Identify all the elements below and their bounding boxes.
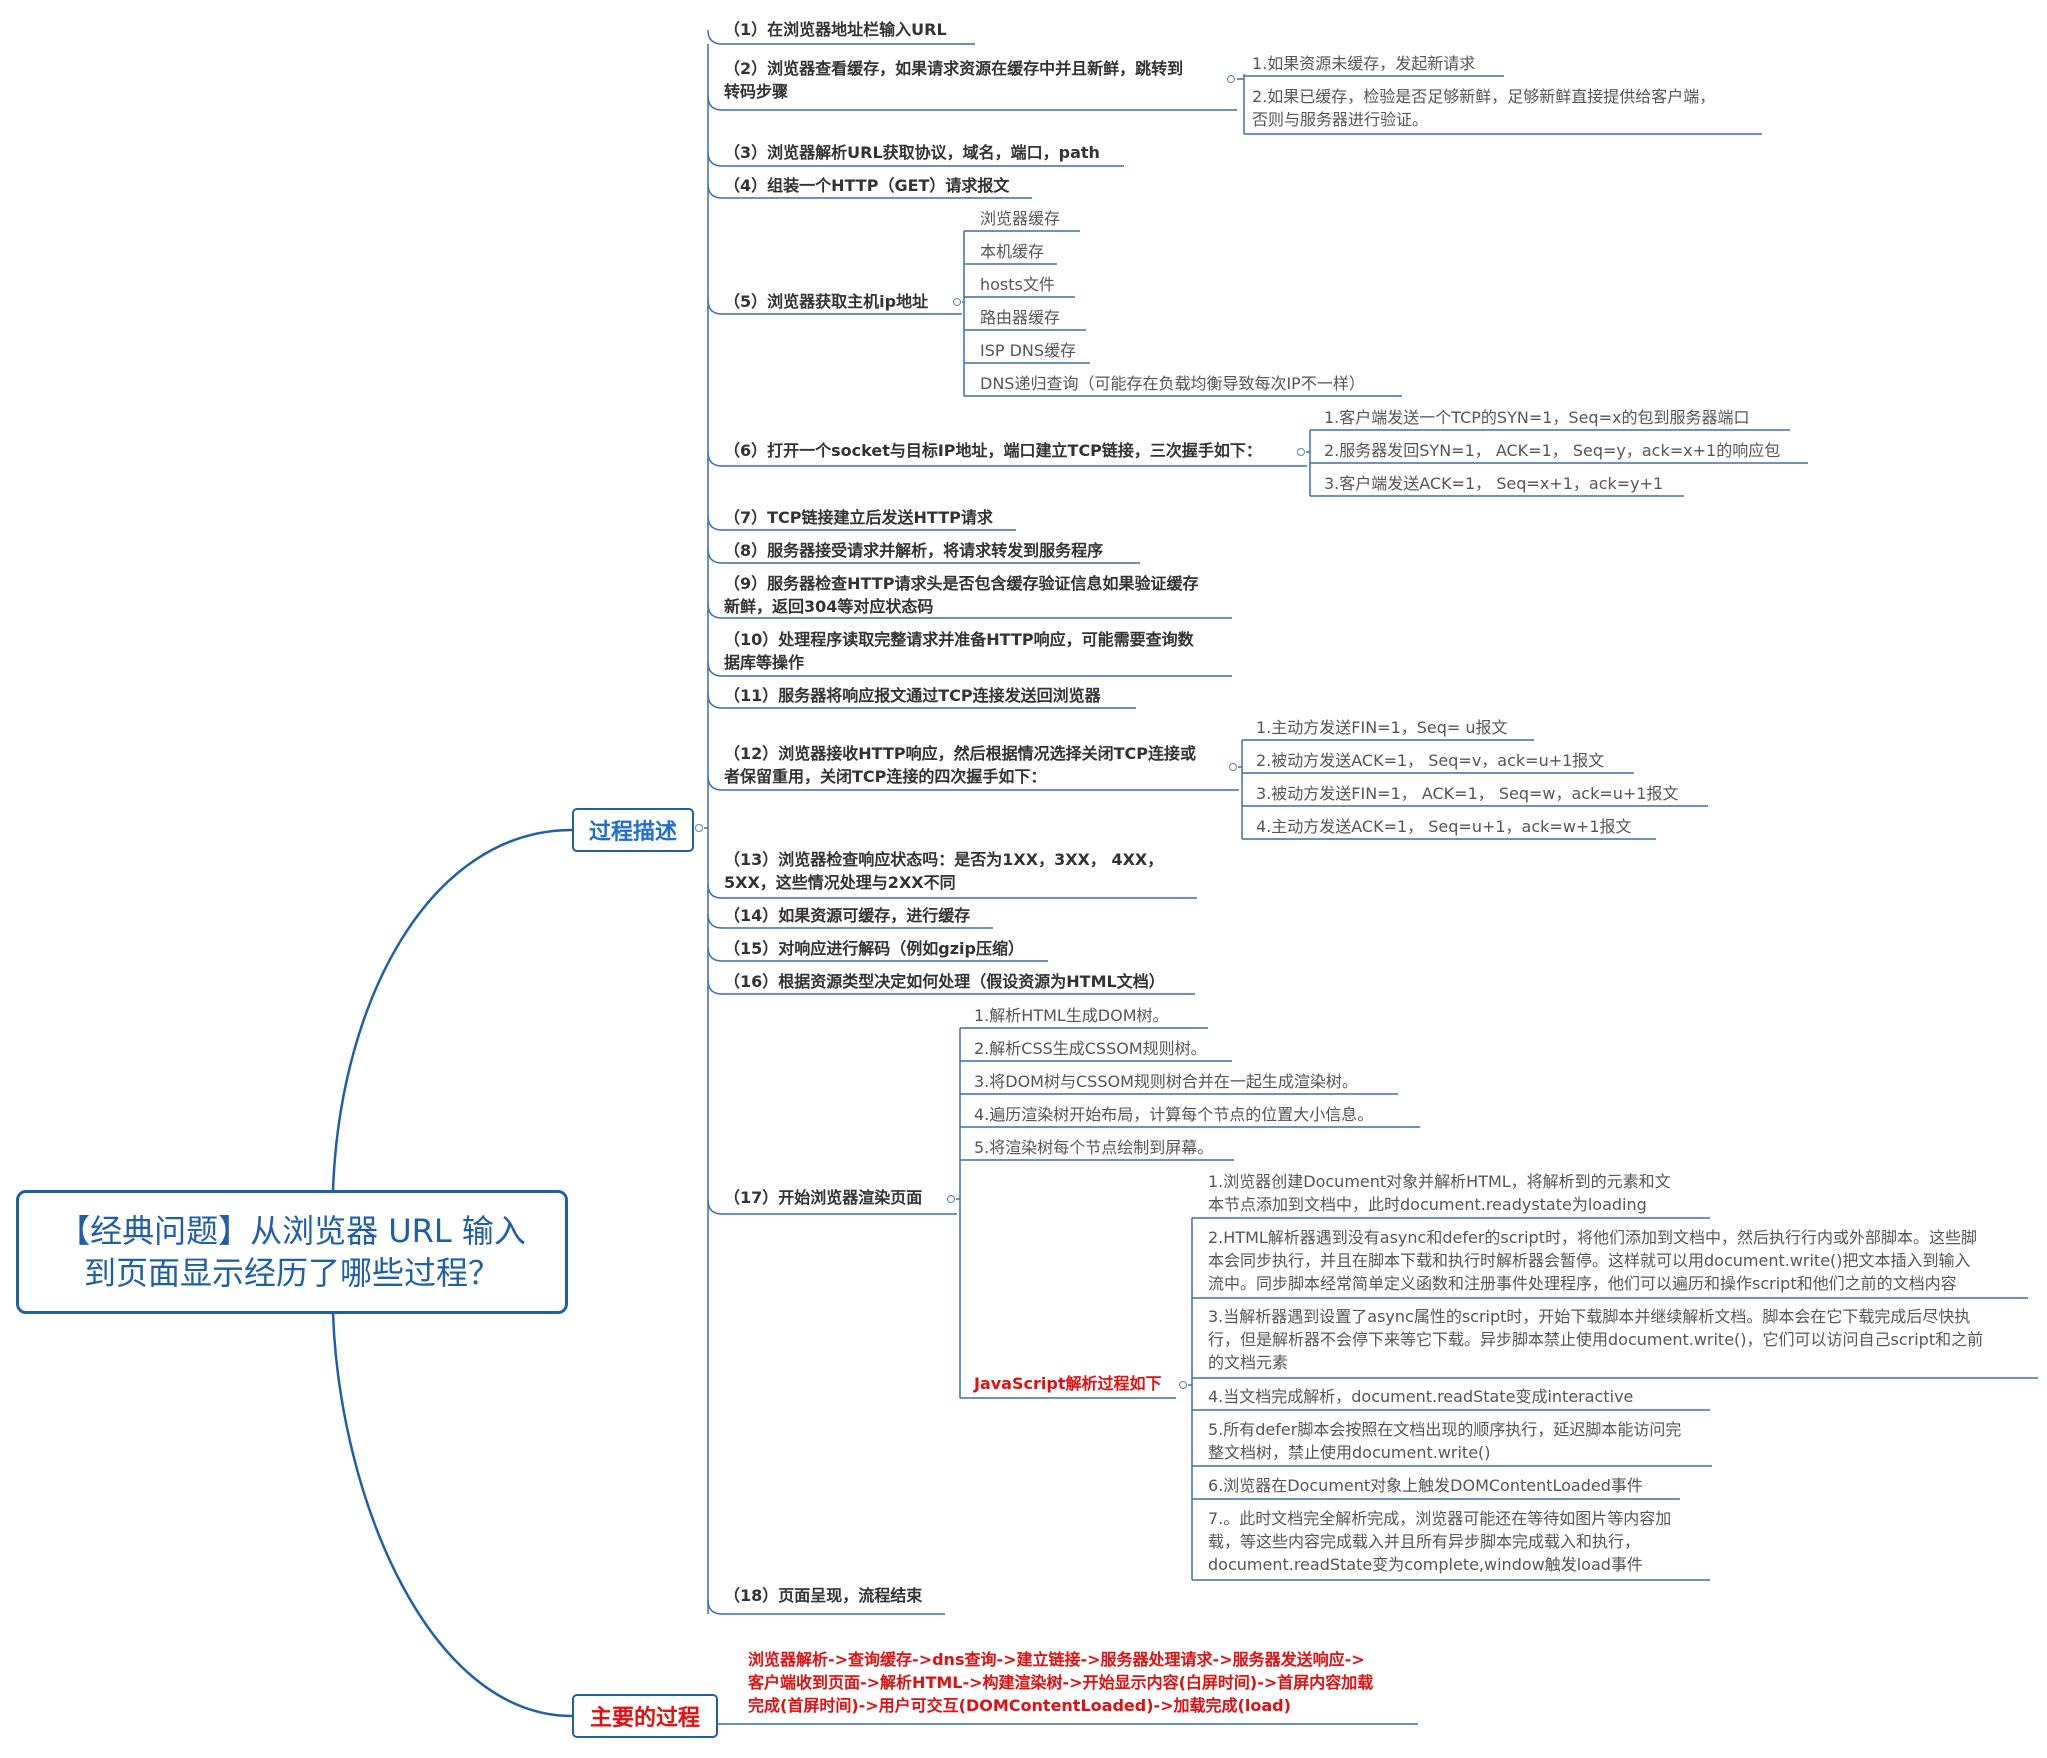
collapse-toggle-icon[interactable] <box>1297 448 1305 456</box>
step-11[interactable]: （11）服务器将响应报文通过TCP连接发送回浏览器 <box>724 686 1101 705</box>
collapse-toggle-icon[interactable] <box>953 298 961 306</box>
handshake-2[interactable]: 2.服务器发回SYN=1， ACK=1， Seq=y，ack=x+1的响应包 <box>1324 441 1781 460</box>
dns-child-recursive[interactable]: DNS递归查询（可能存在负载均衡导致每次IP不一样） <box>980 374 1365 393</box>
render-4[interactable]: 4.遍历渲染树开始布局，计算每个节点的位置大小信息。 <box>974 1105 1374 1124</box>
step-5[interactable]: （5）浏览器获取主机ip地址 <box>724 292 929 311</box>
js-parse-label[interactable]: JavaScript解析过程如下 <box>974 1374 1162 1393</box>
step-underline <box>707 299 962 315</box>
step-18[interactable]: （18）页面呈现，流程结束 <box>724 1586 923 1605</box>
step-underline <box>707 979 1195 995</box>
step-underline <box>707 151 1124 167</box>
step-1[interactable]: （1）在浏览器地址栏输入URL <box>724 20 947 39</box>
dns-child-local-cache[interactable]: 本机缓存 <box>980 242 1045 261</box>
step-10[interactable]: （10）处理程序读取完整请求并准备HTTP响应，可能需要查询数 据库等操作 <box>724 630 1194 672</box>
js-item-4[interactable]: 4.当文档完成解析，document.readState变成interactiv… <box>1208 1387 1634 1406</box>
step-14[interactable]: （14）如果资源可缓存，进行缓存 <box>724 906 971 925</box>
step-2[interactable]: （2）浏览器查看缓存，如果请求资源在缓存中并且新鲜，跳转到 转码步骤 <box>724 59 1184 101</box>
branch-process-description[interactable]: 过程描述 <box>572 808 694 852</box>
step-6[interactable]: （6）打开一个socket与目标IP地址，端口建立TCP链接，三次握手如下： <box>724 441 1262 460</box>
step-underline <box>707 548 1140 564</box>
collapse-toggle-icon[interactable] <box>1227 75 1235 83</box>
collapse-toggle-icon[interactable] <box>1179 1381 1187 1389</box>
wave-2[interactable]: 2.被动方发送ACK=1， Seq=v，ack=u+1报文 <box>1256 751 1605 770</box>
dns-child-hosts[interactable]: hosts文件 <box>980 275 1055 294</box>
step-underline <box>707 883 1197 899</box>
step-underline <box>707 603 1232 619</box>
render-2[interactable]: 2.解析CSS生成CSSOM规则树。 <box>974 1039 1207 1058</box>
step-underline <box>707 913 993 929</box>
step-underline <box>707 946 1048 962</box>
step-underline <box>707 29 975 45</box>
step-underline <box>707 515 1016 531</box>
root-title: 【经典问题】从浏览器 URL 输入到页面显示经历了哪些过程？ <box>58 1212 526 1292</box>
render-1[interactable]: 1.解析HTML生成DOM树。 <box>974 1006 1169 1025</box>
handshake-3[interactable]: 3.客户端发送ACK=1， Seq=x+1，ack=y+1 <box>1324 474 1664 493</box>
step-underline <box>707 661 1232 677</box>
js-item-6[interactable]: 6.浏览器在Document对象上触发DOMContentLoaded事件 <box>1208 1476 1643 1495</box>
wave-1[interactable]: 1.主动方发送FIN=1，Seq= u报文 <box>1256 718 1508 737</box>
js-item-7[interactable]: 7.。此时文档完全解析完成，浏览器可能还在等待如图片等内容加 载，等这些内容完成… <box>1208 1509 1672 1574</box>
js-item-5[interactable]: 5.所有defer脚本会按照在文档出现的顺序执行，延迟脚本能访问完 整文档树，禁… <box>1208 1420 1682 1462</box>
step-17[interactable]: （17）开始浏览器渲染页面 <box>724 1188 923 1207</box>
step-underline <box>707 183 1032 199</box>
render-5[interactable]: 5.将渲染树每个节点绘制到屏幕。 <box>974 1138 1214 1157</box>
step-underline <box>707 95 1237 111</box>
js-item-3[interactable]: 3.当解析器遇到设置了async属性的script时，开始下载脚本并继续解析文档… <box>1208 1307 1984 1372</box>
collapse-toggle-icon[interactable] <box>1229 763 1237 771</box>
collapse-toggle-icon[interactable] <box>695 824 703 832</box>
step-3[interactable]: （3）浏览器解析URL获取协议，域名，端口，path <box>724 143 1100 162</box>
root-to-main-curve <box>331 1313 573 1718</box>
render-3[interactable]: 3.将DOM树与CSSOM规则树合并在一起生成渲染树。 <box>974 1072 1358 1091</box>
step-9[interactable]: （9）服务器检查HTTP请求头是否包含缓存验证信息如果验证缓存 新鲜，返回304… <box>724 574 1199 616</box>
step-underline <box>707 1599 945 1615</box>
root-to-process-curve <box>331 828 573 1191</box>
step-4[interactable]: （4）组装一个HTTP（GET）请求报文 <box>724 176 1010 195</box>
step-16[interactable]: （16）根据资源类型决定如何处理（假设资源为HTML文档） <box>724 972 1165 991</box>
branch-main-process[interactable]: 主要的过程 <box>572 1694 718 1738</box>
dns-child-browser-cache[interactable]: 浏览器缓存 <box>980 209 1061 228</box>
branch-process-label: 过程描述 <box>588 820 677 845</box>
step-8[interactable]: （8）服务器接受请求并解析，将请求转发到服务程序 <box>724 541 1104 560</box>
collapse-toggle-icon[interactable] <box>947 1195 955 1203</box>
js-item-1[interactable]: 1.浏览器创建Document对象并解析HTML，将解析到的元素和文 本节点添加… <box>1208 1172 1671 1214</box>
step-15[interactable]: （15）对响应进行解码（例如gzip压缩） <box>724 939 1024 958</box>
step-underline <box>707 693 1136 709</box>
dns-child-router[interactable]: 路由器缓存 <box>980 308 1061 327</box>
dns-child-isp[interactable]: ISP DNS缓存 <box>980 341 1077 360</box>
cache-child-2[interactable]: 2.如果已缓存，检验是否足够新鲜，足够新鲜直接提供给客户端， 否则与服务器进行验… <box>1252 87 1716 129</box>
main-process-summary[interactable]: 浏览器解析->查询缓存->dns查询->建立链接->服务器处理请求->服务器发送… <box>748 1650 1374 1715</box>
cache-child-1[interactable]: 1.如果资源未缓存，发起新请求 <box>1252 54 1476 73</box>
root-topic[interactable]: 【经典问题】从浏览器 URL 输入到页面显示经历了哪些过程？ <box>16 1190 568 1314</box>
step-12[interactable]: （12）浏览器接收HTTP响应，然后根据情况选择关闭TCP连接或 者保留重用，关… <box>724 744 1196 786</box>
handshake-1[interactable]: 1.客户端发送一个TCP的SYN=1，Seq=x的包到服务器端口 <box>1324 408 1750 427</box>
step-7[interactable]: （7）TCP链接建立后发送HTTP请求 <box>724 508 993 527</box>
step-underline <box>707 775 1239 791</box>
wave-3[interactable]: 3.被动方发送FIN=1， ACK=1， Seq=w，ack=u+1报文 <box>1256 784 1679 803</box>
step-underline <box>707 1199 957 1215</box>
wave-4[interactable]: 4.主动方发送ACK=1， Seq=u+1，ack=w+1报文 <box>1256 817 1632 836</box>
step-underline <box>707 451 1307 467</box>
branch-main-label: 主要的过程 <box>589 1706 700 1731</box>
js-item-2[interactable]: 2.HTML解析器遇到没有async和defer的script时，将他们添加到文… <box>1208 1228 1977 1293</box>
step-13[interactable]: （13）浏览器检查响应状态吗：是否为1XX，3XX， 4XX， 5XX，这些情况… <box>724 850 1164 892</box>
